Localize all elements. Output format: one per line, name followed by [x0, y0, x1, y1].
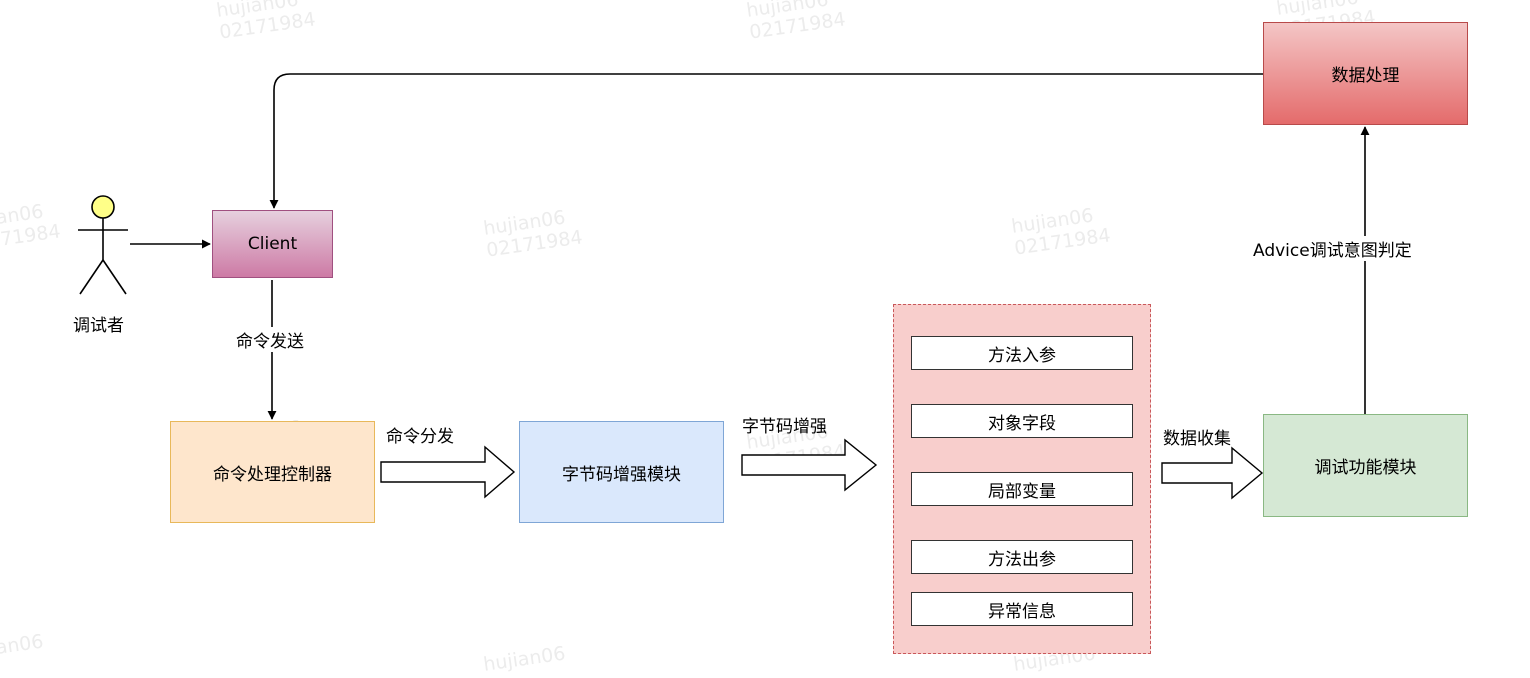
- block-arrow-collect: [1161, 446, 1264, 500]
- group-item: 局部变量: [911, 472, 1133, 506]
- actor-label: 调试者: [73, 316, 124, 336]
- group-item: 方法出参: [911, 540, 1133, 574]
- data-processing-node: 数据处理: [1263, 22, 1468, 125]
- data-processing-label: 数据处理: [1331, 66, 1400, 86]
- edge-label-enhance: 字节码增强: [742, 417, 827, 437]
- debug-module-node: 调试功能模块: [1263, 414, 1468, 517]
- group-item: 方法入参: [911, 336, 1133, 370]
- block-arrow-enhance: [741, 438, 878, 492]
- bytecode-module-label: 字节码增强模块: [562, 464, 681, 485]
- controller-label: 命令处理控制器: [213, 464, 332, 485]
- block-arrow-dispatch: [380, 445, 516, 499]
- actor-figure: [78, 195, 128, 295]
- edge-feedback: [269, 73, 1263, 209]
- client-node: Client: [212, 210, 333, 278]
- edge-label-dispatch: 命令分发: [386, 427, 454, 447]
- client-label: Client: [247, 234, 298, 254]
- bytecode-module-node: 字节码增强模块: [519, 421, 724, 523]
- edge-label-collect: 数据收集: [1163, 429, 1231, 449]
- controller-node: 命令处理控制器: [170, 421, 375, 523]
- edge-label-send: 命令发送: [233, 327, 307, 352]
- debug-module-label: 调试功能模块: [1314, 458, 1417, 478]
- group-item: 异常信息: [911, 592, 1133, 626]
- group-item: 对象字段: [911, 404, 1133, 438]
- edge-label-advice: Advice调试意图判定: [1249, 236, 1416, 261]
